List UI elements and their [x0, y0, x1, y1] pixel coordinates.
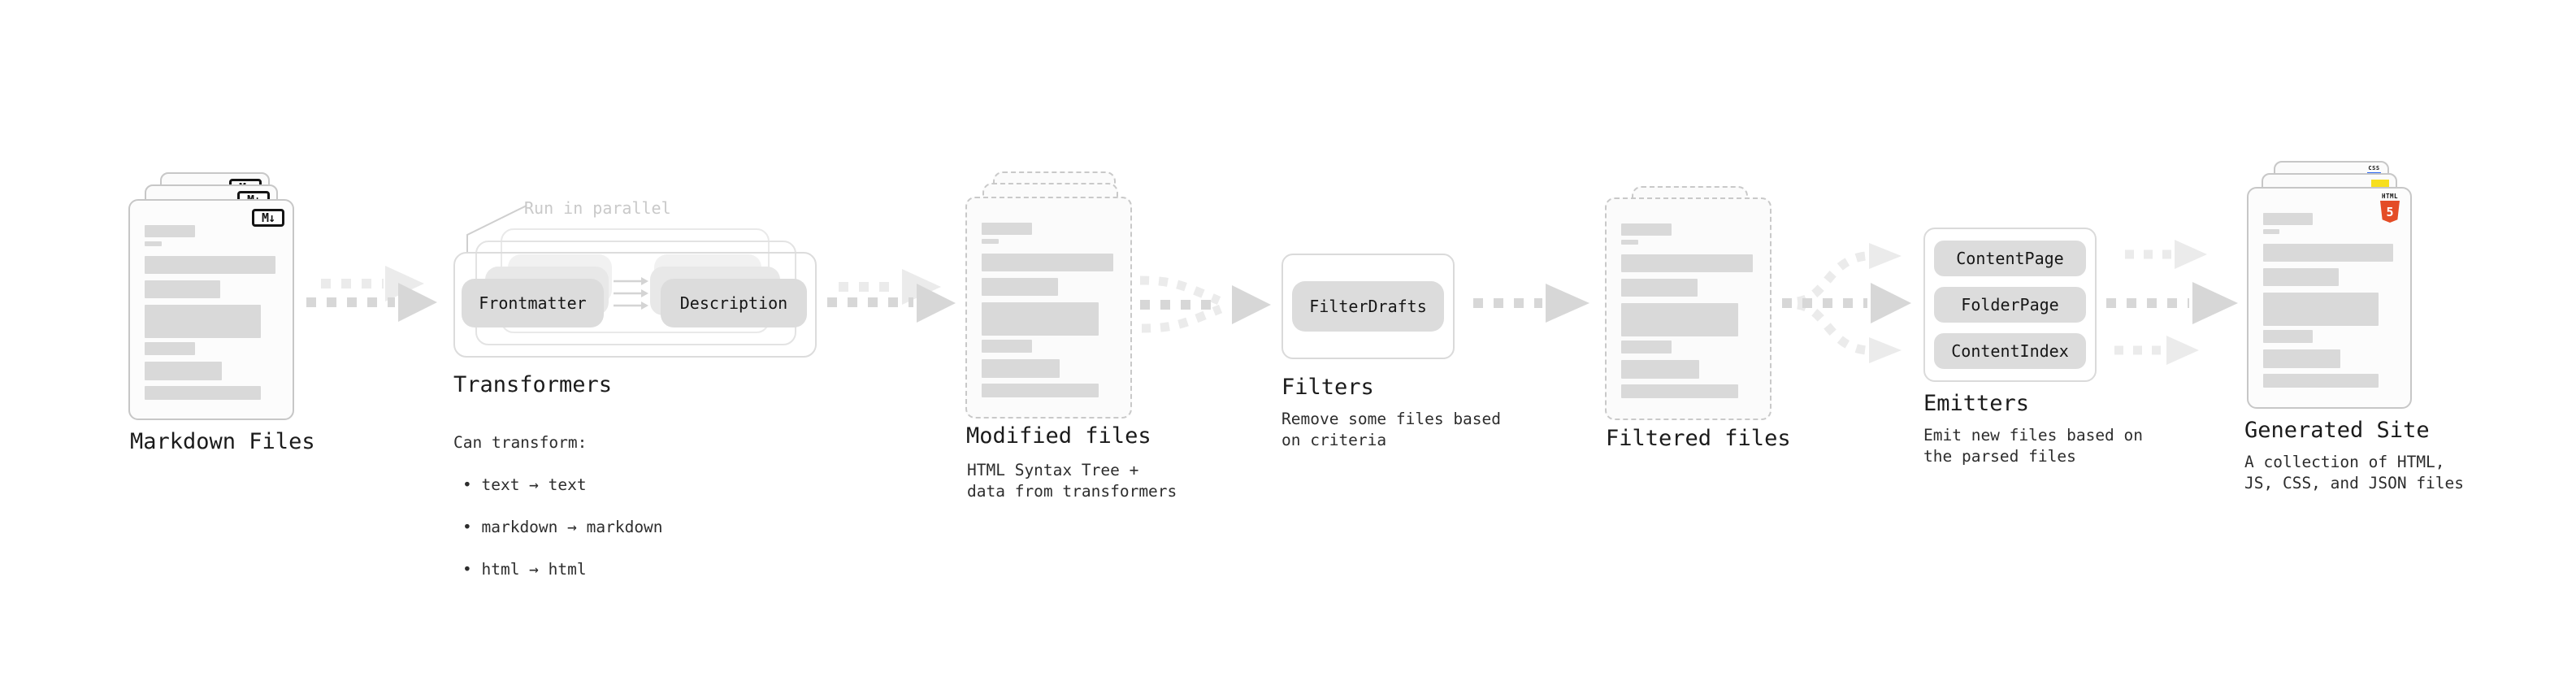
doc-line	[982, 278, 1059, 296]
doc-line	[982, 254, 1113, 271]
generated-site-description: A collection of HTML, JS, CSS, and JSON …	[2244, 453, 2465, 492]
transformers-bullet: • markdown → markdown	[462, 518, 663, 536]
doc-line	[1621, 360, 1699, 379]
arrow-filtered-to-emitters-diverge	[1782, 243, 1911, 363]
emitters-box: ContentPage FolderPage ContentIndex	[1923, 228, 2097, 382]
emitter-contentindex-pill: ContentIndex	[1934, 333, 2086, 369]
doc-line	[1621, 340, 1672, 354]
transformers-desc-title: Can transform:	[453, 433, 588, 452]
doc-line	[145, 342, 195, 355]
transformers-bullet: • text → text	[462, 475, 587, 494]
doc-line	[1621, 223, 1672, 236]
transformers-label: Transformers	[453, 372, 613, 397]
doc-line	[982, 340, 1032, 353]
filters-label: Filters	[1281, 375, 1374, 400]
doc-line	[145, 305, 261, 338]
doc-line	[2263, 268, 2339, 286]
arrow-modified-to-filters-merge	[1139, 275, 1271, 333]
generated-doc-front: HTML 5	[2247, 187, 2412, 409]
filter-drafts-pill: FilterDrafts	[1292, 281, 1444, 332]
emitters-label: Emitters	[1923, 391, 2030, 416]
modified-doc-front	[965, 197, 1132, 419]
transformer-panel-front	[453, 252, 817, 358]
filtered-files-label: Filtered files	[1606, 426, 1791, 451]
transformer-frontmatter-pill: Frontmatter	[462, 279, 604, 327]
html5-icon-digit: 5	[2386, 204, 2394, 219]
doc-line	[2263, 349, 2340, 368]
doc-content-lines	[2263, 189, 2396, 388]
arrow-transformers-to-modified	[827, 269, 956, 323]
run-in-parallel-callout-line	[466, 205, 527, 253]
run-in-parallel-note: Run in parallel	[524, 198, 671, 218]
emitter-contentpage-pill: ContentPage	[1934, 241, 2086, 276]
arrow-filters-to-filtered	[1473, 284, 1589, 323]
filters-description: Remove some files based on criteria	[1281, 410, 1502, 449]
doc-line	[1621, 384, 1738, 398]
doc-line	[145, 386, 261, 400]
doc-line	[1621, 254, 1753, 272]
arrow-emitters-to-generated	[2106, 240, 2238, 365]
arrow-markdown-to-transformers	[306, 266, 437, 322]
doc-line	[982, 302, 1099, 336]
html5-icon-word: HTML	[2381, 193, 2399, 200]
emitter-folderpage-pill: FolderPage	[1934, 287, 2086, 323]
doc-line	[2263, 330, 2314, 343]
doc-line	[982, 223, 1032, 235]
css-icon-label: CSS	[2368, 165, 2380, 171]
transformers-description: Can transform: • text → text • markdown …	[453, 411, 663, 601]
transformer-pill-arrows	[614, 277, 648, 310]
modified-files-label: Modified files	[966, 423, 1151, 449]
doc-line	[982, 239, 999, 244]
doc-line	[1621, 279, 1698, 297]
filtered-doc-front	[1605, 197, 1772, 420]
html5-icon: HTML 5	[2380, 193, 2400, 223]
transformers-bullet: • html → html	[462, 560, 587, 579]
doc-line	[2263, 244, 2393, 262]
modified-files-description: HTML Syntax Tree + data from transformer…	[967, 461, 1177, 501]
doc-line	[982, 384, 1099, 397]
emitters-description: Emit new files based on the parsed files	[1923, 426, 2144, 466]
doc-line	[145, 225, 195, 237]
doc-line	[145, 241, 162, 246]
doc-line	[145, 362, 223, 380]
markdown-files-label: Markdown Files	[130, 429, 315, 454]
doc-content-lines	[145, 201, 278, 400]
doc-line	[1621, 303, 1738, 336]
doc-line	[982, 359, 1060, 378]
generated-site-label: Generated Site	[2244, 418, 2430, 443]
doc-content-lines	[982, 198, 1116, 397]
markdown-icon: M↓	[252, 209, 284, 227]
doc-line	[1621, 240, 1638, 245]
transformer-description-pill: Description	[661, 279, 807, 327]
doc-line	[2263, 374, 2379, 388]
doc-line	[145, 280, 221, 298]
html5-icon-shield: 5	[2380, 201, 2400, 223]
filters-box: FilterDrafts	[1281, 254, 1455, 359]
doc-line	[2263, 213, 2314, 225]
markdown-doc-front: M↓	[128, 199, 294, 420]
doc-content-lines	[1621, 199, 1755, 398]
doc-line	[145, 256, 275, 274]
doc-line	[2263, 229, 2280, 234]
doc-line	[2263, 293, 2379, 326]
